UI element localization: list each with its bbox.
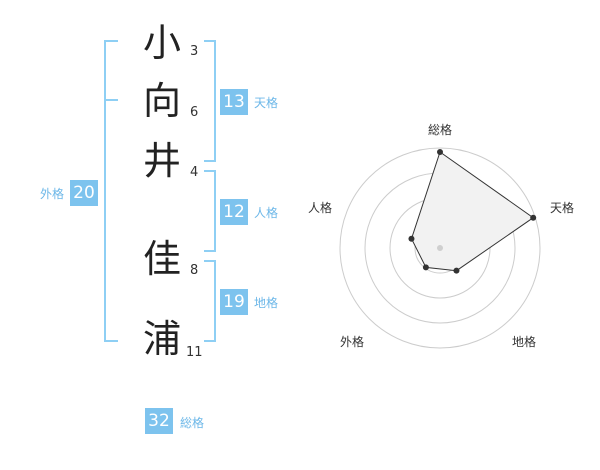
gaikaku-bracket <box>104 40 118 342</box>
stroke-count-2: 6 <box>190 105 199 120</box>
name-char-5: 浦 <box>142 317 181 361</box>
chikaku-badge: 19 <box>220 289 248 315</box>
radar-chart: 総格 天格 地格 外格 人格 <box>308 122 574 349</box>
name-char-2: 向 <box>142 79 181 123</box>
tenkaku-badge: 13 <box>220 89 248 115</box>
chikaku-bracket <box>204 260 216 342</box>
axis-label-tenkaku: 天格 <box>550 200 574 215</box>
axis-label-gaikaku: 外格 <box>340 334 364 349</box>
jinkaku-label: 人格 <box>254 206 279 220</box>
soukaku-badge: 32 <box>145 408 173 434</box>
axis-label-jinkaku: 人格 <box>308 200 332 215</box>
radar-point <box>422 264 429 271</box>
axis-label-chikaku: 地格 <box>512 334 536 349</box>
jinkaku-bracket <box>204 170 216 252</box>
radar-center <box>437 245 443 251</box>
soukaku-label: 総格 <box>180 416 205 430</box>
radar-point <box>530 214 537 221</box>
stroke-count-1: 3 <box>190 44 199 59</box>
radar-polygon <box>410 151 535 272</box>
radar-point <box>437 149 443 155</box>
axis-label-soukaku: 総格 <box>428 122 452 137</box>
radar-point <box>453 267 460 274</box>
tenkaku-bracket <box>204 40 216 162</box>
bracket-tick <box>104 99 118 101</box>
gaikaku-label: 外格 <box>40 187 65 201</box>
stroke-count-5: 11 <box>186 345 203 360</box>
gaikaku-badge: 20 <box>70 180 98 206</box>
name-char-3: 井 <box>142 139 181 183</box>
radar-point <box>408 235 415 242</box>
tenkaku-label: 天格 <box>254 96 279 110</box>
stroke-count-3: 4 <box>190 165 199 180</box>
name-char-4: 佳 <box>142 237 181 281</box>
stroke-count-4: 8 <box>190 263 199 278</box>
name-char-1: 小 <box>142 21 181 65</box>
jinkaku-badge: 12 <box>220 199 248 225</box>
chikaku-label: 地格 <box>254 296 279 310</box>
radar-ring <box>339 147 541 349</box>
